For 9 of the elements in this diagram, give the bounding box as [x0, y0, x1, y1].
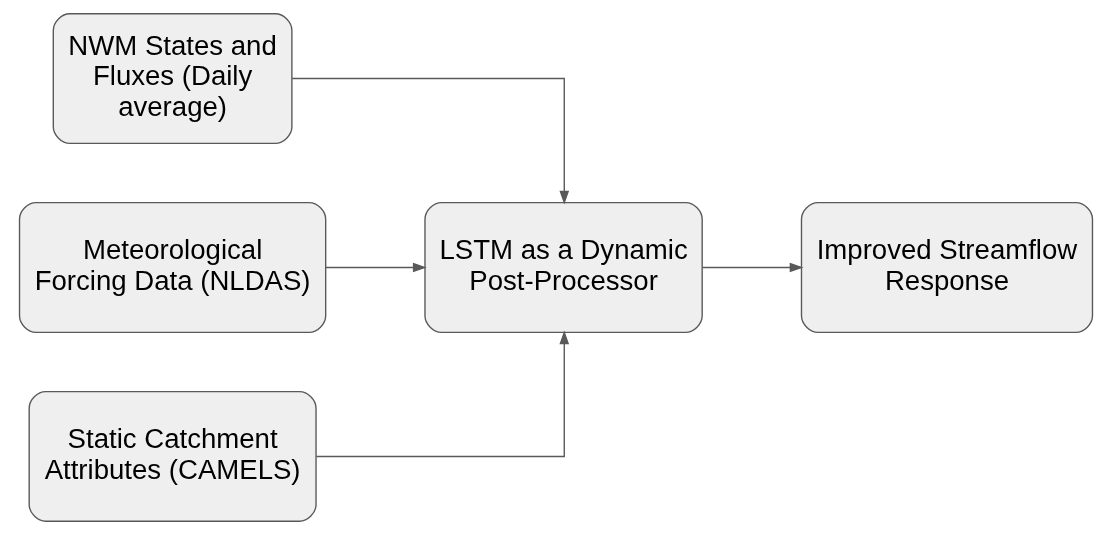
node-box: Static Catchment Attributes (CAMELS) [28, 390, 317, 522]
node-box: Improved Streamflow Response [800, 202, 1094, 333]
arrow [315, 330, 570, 458]
node-box: NWM States and Fluxes (Daily average) [52, 13, 293, 145]
arrow [291, 77, 570, 205]
arrow [701, 262, 804, 273]
arrow [325, 262, 427, 273]
node-box: LSTM as a Dynamic Post-Processor [424, 202, 703, 333]
node-box: Meteorological Forcing Data (NLDAS) [18, 202, 327, 333]
